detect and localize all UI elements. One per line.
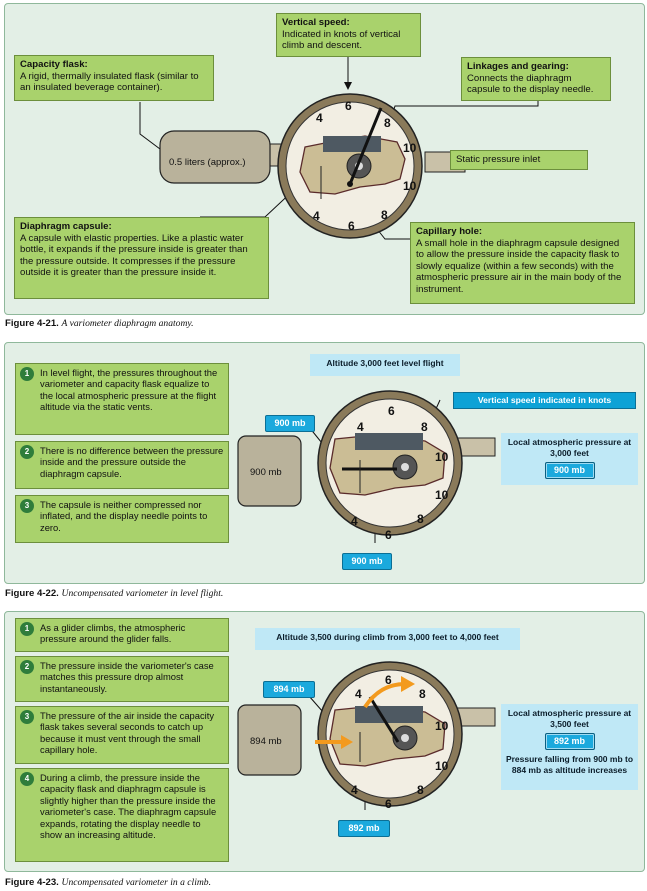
- linkage-bar: [323, 136, 381, 152]
- needle-icon: [368, 696, 400, 743]
- dial-1: 4 6 8 10 10 8 6 4: [277, 93, 423, 239]
- climb-art: 4 6 8 10 10 8 6 4 894 mb: [237, 661, 496, 811]
- capacity-flask-box: Capacity flask:A rigid, thermally insula…: [14, 55, 214, 101]
- linkages-box: Linkages and gearing:Connects the diaphr…: [461, 57, 611, 101]
- flask-shape: [237, 435, 302, 507]
- svg-text:6: 6: [388, 404, 395, 418]
- capillary-hole-box: Capillary hole:A small hole in the diaph…: [410, 222, 635, 304]
- dial-2: 4 6 8 10 10 8 6 4: [317, 390, 463, 542]
- capsule-pressure-badge: 892 mb: [338, 820, 390, 837]
- number-badge-icon: 3: [20, 710, 34, 724]
- local-pressure-box: Local atmospheric pressure at 3,500 feet…: [501, 704, 638, 790]
- number-badge-icon: 2: [20, 445, 34, 459]
- flask-pressure-label: 894 mb: [250, 736, 282, 747]
- svg-text:4: 4: [351, 783, 358, 797]
- svg-text:4: 4: [351, 514, 358, 528]
- case-pressure-badge: 894 mb: [263, 681, 315, 698]
- flask-shape: [237, 704, 302, 776]
- svg-text:6: 6: [385, 797, 392, 811]
- svg-text:6: 6: [385, 528, 392, 542]
- dial-num: 10: [403, 179, 417, 193]
- svg-text:10: 10: [435, 488, 449, 502]
- svg-text:4: 4: [357, 420, 364, 434]
- svg-text:8: 8: [417, 783, 424, 797]
- svg-text:8: 8: [419, 687, 426, 701]
- arrow-icon: [363, 682, 406, 709]
- case-pressure-badge: 900 mb: [265, 415, 315, 432]
- figure-4-22-caption: Figure 4-22. Uncompensated variometer in…: [5, 588, 224, 599]
- svg-text:8: 8: [417, 512, 424, 526]
- dial-num: 8: [384, 116, 391, 130]
- diaphragm-capsule-box: Diaphragm capsule:A capsule with elastic…: [14, 217, 269, 299]
- figure-4-23-caption: Figure 4-23. Uncompensated variometer in…: [5, 877, 212, 888]
- dial-num: 8: [381, 208, 388, 222]
- altitude-banner: Altitude 3,000 feet level flight: [310, 354, 460, 376]
- number-badge-icon: 4: [20, 772, 34, 786]
- vertical-speed-box: Vertical speed:Indicated in knots of ver…: [276, 13, 421, 57]
- svg-text:8: 8: [421, 420, 428, 434]
- pressure-falling-note: Pressure falling from 900 mb to 884 mb a…: [505, 754, 634, 775]
- local-pressure-value: 892 mb: [544, 733, 595, 750]
- flask-pressure-label: 900 mb: [250, 467, 282, 478]
- local-pressure-value: 900 mb: [544, 462, 595, 479]
- figure-4-21-panel: 4 6 8 10 10 8 6 4 0.5 liters (approx.) V…: [4, 3, 645, 315]
- flask-volume-label: 0.5 liters (approx.): [169, 157, 246, 168]
- local-pressure-box: Local atmospheric pressure at 3,000 feet…: [501, 433, 638, 485]
- dial-num: 6: [348, 219, 355, 233]
- number-badge-icon: 2: [20, 660, 34, 674]
- needle-icon: [348, 107, 383, 185]
- figure-4-21-caption: Figure 4-21. A variometer diaphragm anat…: [5, 318, 194, 329]
- level-flight-art: 4 6 8 10 10 8 6 4 900 mb: [237, 390, 496, 543]
- dial-num: 4: [316, 111, 323, 125]
- svg-text:4: 4: [355, 687, 362, 701]
- dial-3: 4 6 8 10 10 8 6 4: [315, 661, 463, 811]
- dial-num: 10: [403, 141, 417, 155]
- capsule-pressure-badge: 900 mb: [342, 553, 392, 570]
- number-badge-icon: 1: [20, 622, 34, 636]
- number-badge-icon: 3: [20, 499, 34, 513]
- vertical-speed-banner: Vertical speed indicated in knots: [453, 392, 636, 409]
- altitude-banner: Altitude 3,500 during climb from 3,000 f…: [255, 628, 520, 650]
- static-inlet-label: Static pressure inlet: [450, 150, 588, 170]
- number-badge-icon: 1: [20, 367, 34, 381]
- dial-num: 4: [313, 209, 320, 223]
- svg-text:10: 10: [435, 759, 449, 773]
- svg-text:10: 10: [435, 719, 449, 733]
- dial-num: 6: [345, 99, 352, 113]
- svg-text:6: 6: [385, 673, 392, 687]
- svg-text:10: 10: [435, 450, 449, 464]
- capacity-flask-shape: [159, 130, 271, 184]
